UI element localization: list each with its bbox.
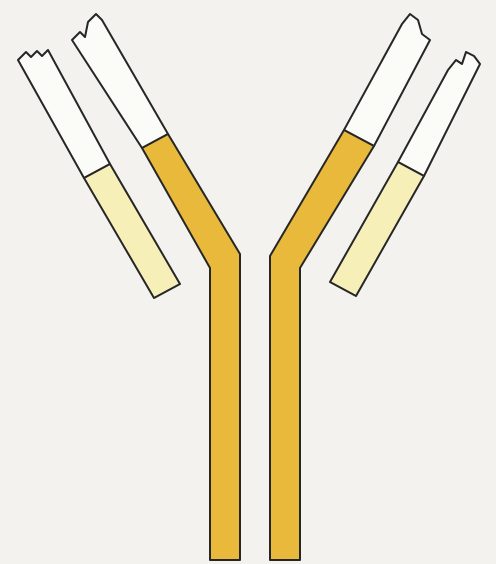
antibody-diagram (0, 0, 496, 564)
diagram-background (0, 0, 496, 564)
